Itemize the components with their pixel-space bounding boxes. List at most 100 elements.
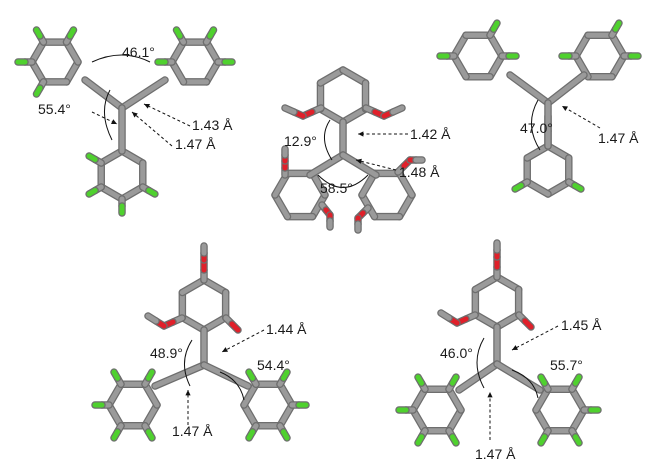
oxygen-bond-icon bbox=[522, 318, 534, 330]
carbon-bond-icon bbox=[201, 315, 229, 333]
s1-angle-left-label: 55.4° bbox=[38, 101, 71, 117]
carbon-bond-icon bbox=[524, 143, 551, 161]
carbon-bond-icon bbox=[524, 179, 551, 197]
fluorine-bond-icon bbox=[281, 429, 290, 441]
s4-arrow-bond-b-head bbox=[185, 390, 191, 396]
carbon-bond-icon bbox=[277, 381, 295, 408]
carbon-bond-icon bbox=[64, 39, 81, 65]
s2-angle-bottom-label: 58.5° bbox=[320, 180, 353, 196]
s3-arrow-bond-a-head bbox=[562, 106, 568, 111]
structure-3: 47.0° 1.47 Å bbox=[520, 120, 639, 146]
fluorine-bond-icon bbox=[146, 429, 155, 441]
carbon-bond-icon bbox=[201, 277, 229, 295]
s5-arrow-bond-b-head bbox=[487, 392, 493, 398]
fluorine-bond-icon bbox=[573, 434, 582, 446]
carbon-bond-icon bbox=[545, 143, 572, 161]
fluorine-bond-icon bbox=[415, 434, 424, 446]
carbon-bond-icon bbox=[317, 67, 346, 86]
s1-arrow-bond-b bbox=[131, 111, 173, 147]
fluorine-bond-icon bbox=[538, 434, 547, 446]
s2-arrow-bond-b-head bbox=[356, 158, 362, 164]
s4-bond-a-label: 1.44 Å bbox=[266, 321, 307, 337]
carbon-bond-icon bbox=[397, 170, 415, 198]
carbon-bond-icon bbox=[609, 53, 627, 80]
carbon-bond-icon bbox=[494, 274, 522, 292]
s1-arrow-bond-a-head bbox=[144, 103, 150, 109]
carbon-bond-icon bbox=[179, 277, 207, 295]
oxygen-bond-icon bbox=[438, 310, 452, 321]
fluorine-bond-icon bbox=[572, 183, 584, 192]
carbon-bond-icon bbox=[317, 106, 346, 125]
carbon-bond-icon bbox=[241, 381, 259, 408]
carbon-bond-icon bbox=[456, 361, 500, 393]
fluorine-bond-icon bbox=[415, 374, 424, 386]
oxygen-bond-icon bbox=[229, 321, 241, 333]
s3-angle-left-label: 47.0° bbox=[520, 120, 553, 136]
carbon-bond-icon bbox=[340, 106, 369, 125]
s5-bond-a-label: 1.45 Å bbox=[561, 317, 602, 333]
carbon-bond-icon bbox=[472, 274, 500, 292]
annotation-marks bbox=[91, 54, 601, 440]
fluorine-bond-icon bbox=[613, 20, 622, 32]
arc-s1-top bbox=[91, 54, 151, 63]
carbon-bond-icon bbox=[106, 381, 124, 408]
s5-arrow-bond-a bbox=[511, 325, 559, 351]
s2-bond-b-label: 1.48 Å bbox=[399, 164, 440, 180]
carbon-bond-icon bbox=[446, 407, 464, 434]
carbon-bond-icon bbox=[169, 59, 186, 85]
carbon-bond-icon bbox=[487, 53, 505, 80]
s3-bond-a-label: 1.47 Å bbox=[598, 130, 639, 146]
fluorine-bond-icon bbox=[538, 374, 547, 386]
carbon-bond-icon bbox=[446, 386, 464, 413]
carbon-bond-icon bbox=[179, 315, 207, 333]
structure-4: 1.44 Å 48.9° 54.4° 1.47 Å bbox=[150, 321, 307, 439]
fluorine-bond-icon bbox=[573, 374, 582, 386]
s2-arrow-bond-a-head bbox=[358, 131, 364, 137]
s1-arrow-bond-a bbox=[143, 103, 191, 127]
s5-bond-b-label: 1.47 Å bbox=[475, 446, 516, 462]
fluorine-bond-icon bbox=[281, 369, 290, 381]
carbon-bond-icon bbox=[98, 184, 125, 202]
s5-arrow-bond-a-head bbox=[512, 345, 518, 350]
s3-arrow-bond-a bbox=[561, 105, 601, 129]
arc-s5-right bbox=[511, 369, 539, 399]
carbon-bond-icon bbox=[272, 192, 290, 220]
carbon-bond-icon bbox=[609, 32, 627, 59]
carbon-bond-icon bbox=[410, 386, 428, 413]
fluorine-bond-icon bbox=[174, 27, 183, 39]
oxygen-bond-icon bbox=[282, 105, 297, 115]
fluorine-bond-icon bbox=[246, 369, 255, 381]
arc-s4-right bbox=[219, 371, 245, 401]
carbon-bond-icon bbox=[82, 77, 125, 111]
carbon-bond-icon bbox=[119, 148, 146, 166]
carbon-bond-icon bbox=[152, 362, 207, 389]
arc-s2-bottom bbox=[317, 174, 369, 188]
s4-arrow-bond-a bbox=[221, 329, 265, 353]
fluorine-bond-icon bbox=[491, 20, 500, 32]
carbon-bond-icon bbox=[569, 407, 587, 434]
fluorine-bond-icon bbox=[86, 188, 98, 197]
carbon-bond-icon bbox=[119, 184, 146, 202]
fluorine-bond-icon bbox=[67, 27, 76, 39]
arc-s3-left bbox=[531, 99, 541, 151]
carbon-bond-icon bbox=[98, 148, 125, 166]
s2-angle-left-label: 12.9° bbox=[284, 133, 317, 149]
oxygen-bond-icon bbox=[390, 105, 405, 115]
s1-angle-top-label: 46.1° bbox=[122, 44, 155, 60]
s5-angle-left-label: 46.0° bbox=[440, 345, 473, 361]
fluorine-bond-icon bbox=[207, 27, 216, 39]
carbon-bond-icon bbox=[533, 407, 551, 434]
carbon-bond-icon bbox=[241, 402, 259, 429]
arc-s4-left bbox=[184, 339, 193, 387]
carbon-bond-icon bbox=[64, 59, 81, 85]
fluorine-bond-icon bbox=[512, 183, 524, 192]
s2-bond-a-label: 1.42 Å bbox=[410, 126, 451, 142]
carbon-bond-icon bbox=[487, 32, 505, 59]
s1-arrow-bond-b-head bbox=[132, 112, 138, 118]
s1-bond-a-label: 1.43 Å bbox=[192, 117, 233, 133]
fluorine-bond-icon bbox=[34, 85, 43, 97]
carbon-bond-icon bbox=[569, 386, 587, 413]
arc-s1-left bbox=[104, 89, 113, 141]
s5-angle-right-label: 55.7° bbox=[550, 357, 583, 373]
